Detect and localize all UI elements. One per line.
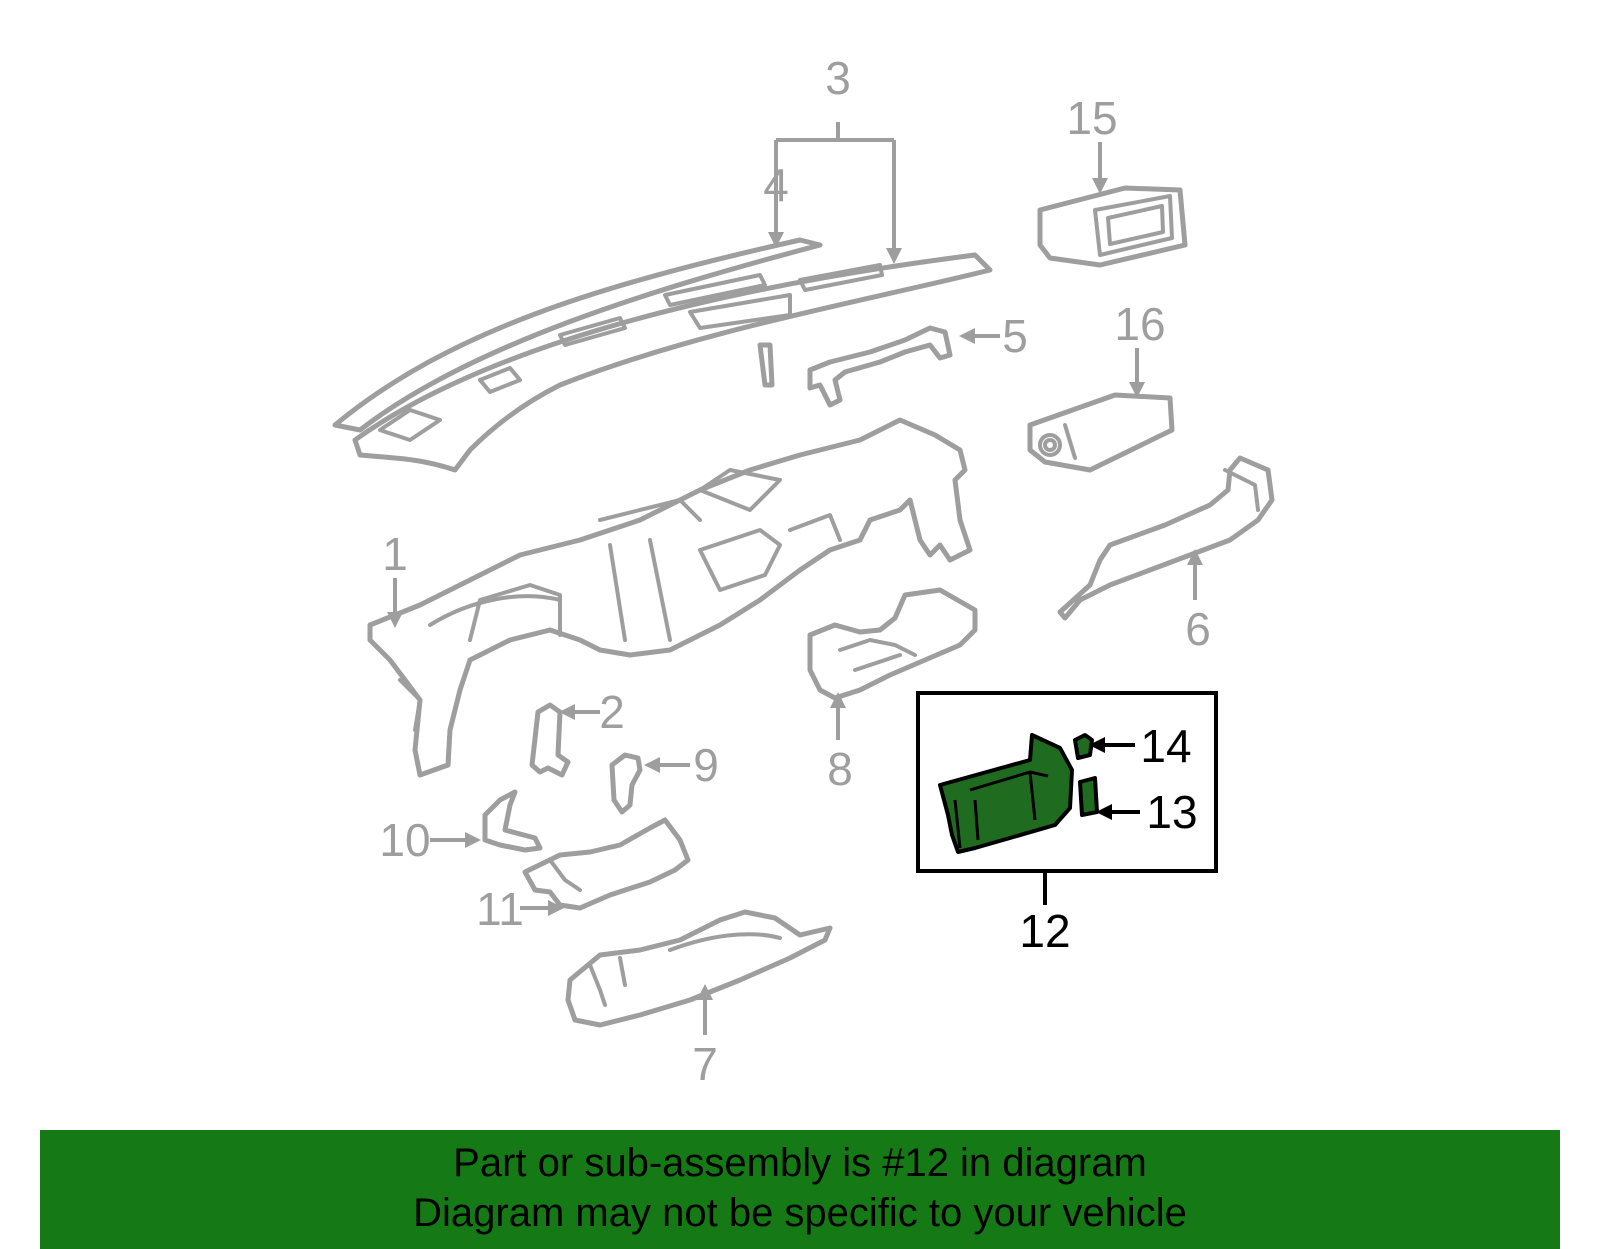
callout-1: 1 — [382, 528, 408, 580]
part-5-bracket — [807, 325, 953, 408]
callout-labels: 3 4 15 5 16 6 1 8 2 9 10 11 7 14 13 12 — [379, 52, 1210, 1090]
callout-10: 10 — [379, 814, 430, 866]
callout-13: 13 — [1146, 786, 1197, 838]
callout-3: 3 — [825, 52, 851, 104]
callout-5: 5 — [1002, 310, 1028, 362]
part-7-trim — [565, 909, 833, 1028]
leader-lines — [393, 122, 1197, 1035]
info-banner: Part or sub-assembly is #12 in diagram D… — [40, 1130, 1560, 1249]
callout-9: 9 — [693, 739, 719, 791]
callout-6: 6 — [1185, 603, 1211, 655]
part-3-dash-pad — [332, 237, 993, 473]
callout-7: 7 — [692, 1038, 718, 1090]
callout-12: 12 — [1019, 905, 1070, 957]
leader-arrowheads — [387, 178, 1203, 1000]
part-8-liner — [807, 587, 978, 701]
part-6-trim — [1057, 455, 1275, 621]
callout-14: 14 — [1140, 720, 1191, 772]
part-2-bracket — [529, 702, 571, 778]
part-12-highlight-box — [916, 691, 1218, 905]
part-9-bracket — [609, 752, 643, 815]
part-11-bracket — [522, 817, 691, 911]
part-12-glove-box — [938, 733, 1074, 854]
banner-line-1: Part or sub-assembly is #12 in diagram — [453, 1141, 1147, 1185]
part-15-vent — [1037, 185, 1188, 268]
callout-16: 16 — [1114, 298, 1165, 350]
callout-15: 15 — [1066, 92, 1117, 144]
callout-4: 4 — [763, 159, 789, 211]
parts-diagram: 3 4 15 5 16 6 1 8 2 9 10 11 7 14 13 12 — [332, 52, 1275, 1090]
part-1-reinforcement — [367, 417, 973, 778]
part-10-bracket — [482, 789, 543, 853]
callout-8: 8 — [827, 743, 853, 795]
part-13-latch — [1078, 776, 1099, 817]
banner-line-2: Diagram may not be specific to your vehi… — [413, 1191, 1187, 1235]
part-14-clip — [1073, 733, 1094, 760]
callout-11: 11 — [476, 883, 524, 935]
callout-2: 2 — [599, 686, 625, 738]
part-16-box — [1027, 392, 1175, 473]
